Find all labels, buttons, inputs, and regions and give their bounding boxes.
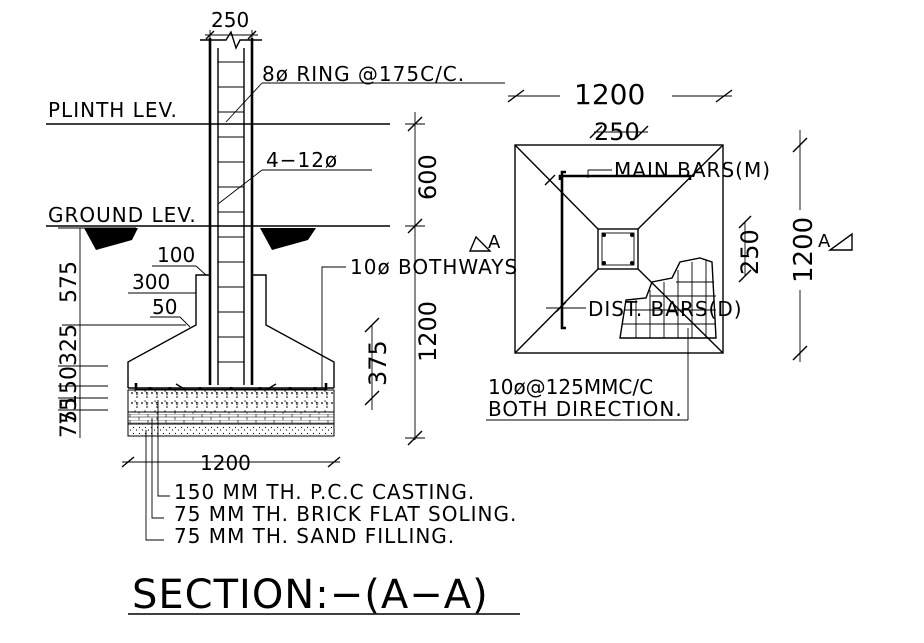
- bothways-note: 10ø BOTHWAYS: [350, 255, 518, 279]
- footing-plan-outline: [514, 144, 724, 354]
- left-dimension-lines: [58, 227, 186, 438]
- plan-view: MAIN BARS(M) DIST. BARS(D) 1200 250 250 …: [468, 78, 853, 421]
- ring-note: 8ø RING @175C/C.: [262, 62, 465, 86]
- section-title: SECTION:−(A−A): [132, 572, 489, 618]
- sand-filling-layer: [127, 423, 335, 437]
- section-marker-left: [468, 235, 492, 252]
- column-plan-outline: [597, 228, 639, 270]
- dist-bars-label: DIST. BARS(D): [588, 297, 743, 321]
- column: [200, 30, 262, 385]
- dim-325: 325: [57, 324, 82, 366]
- dim-575: 575: [57, 261, 82, 303]
- dim-300: 300: [132, 270, 170, 294]
- section-view: 250 8ø RING @175C/C. PLINTH LEV. 4−12ø G…: [46, 8, 520, 618]
- main-bar: [558, 174, 692, 180]
- dim-75-a: 75: [57, 397, 82, 425]
- dim-100: 100: [157, 243, 195, 267]
- section-marker-left-label: A: [488, 232, 501, 253]
- brick-soling-layer: [127, 411, 335, 425]
- plinth-level-label: PLINTH LEV.: [48, 98, 178, 122]
- plan-dim-column-vertical: 250: [736, 229, 764, 275]
- earth-hatch-left: [84, 228, 138, 250]
- brick-note: 75 MM TH. BRICK FLAT SOLING.: [174, 502, 517, 526]
- pcc-note: 150 MM TH. P.C.C CASTING.: [174, 480, 475, 504]
- dim-600: 600: [414, 154, 442, 200]
- ground-level-label: GROUND LEV.: [48, 203, 197, 227]
- section-marker-right: [827, 232, 853, 251]
- column-width-dim: 250: [211, 8, 249, 32]
- rebar-grid-patch: [619, 257, 717, 339]
- plan-dim-right: 1200: [789, 217, 819, 283]
- dim-50: 50: [152, 295, 177, 319]
- dim-150: 150: [57, 366, 82, 408]
- rebar-note-line2: BOTH DIRECTION.: [488, 397, 683, 421]
- pcc-layer: [127, 389, 335, 413]
- earth-hatch-right: [260, 228, 316, 250]
- dim-75-b: 75: [57, 410, 82, 438]
- layer-leaders: [145, 400, 170, 541]
- section-marker-right-label: A: [818, 231, 831, 252]
- bars-note: 4−12ø: [266, 148, 338, 172]
- plan-dim-column: 250: [594, 118, 640, 146]
- dist-bar: [560, 170, 566, 330]
- main-bars-label: MAIN BARS(M): [614, 158, 771, 182]
- sand-note: 75 MM TH. SAND FILLING.: [174, 524, 455, 548]
- dim-375: 375: [364, 340, 392, 386]
- dim-1200-horizontal: 1200: [200, 451, 251, 475]
- rebar-note-line1: 10ø@125MMC/C: [488, 375, 653, 399]
- plan-dim-top: 1200: [574, 78, 645, 111]
- dim-1200-vertical: 1200: [414, 301, 442, 362]
